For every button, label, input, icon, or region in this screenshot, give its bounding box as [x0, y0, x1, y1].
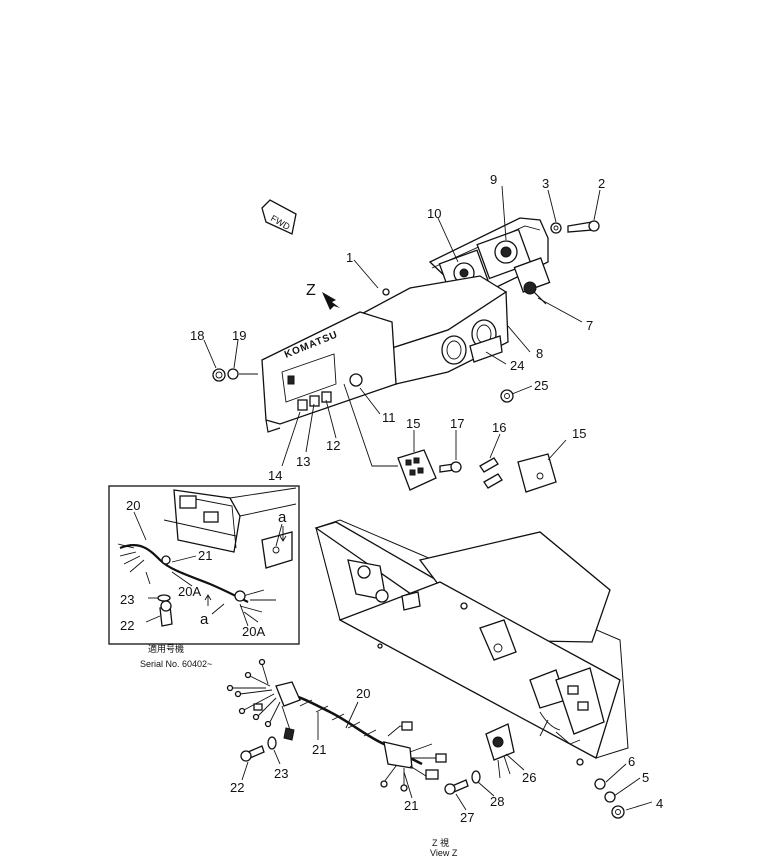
callout-21-inset: 21: [198, 548, 212, 563]
detail-a-bottom: a: [200, 611, 209, 628]
lower-hardware: [240, 736, 625, 819]
callout-20: 20: [356, 686, 370, 701]
callout-21-left: 21: [312, 742, 326, 757]
z-marker-label: Z: [306, 282, 316, 299]
serial-caption: Serial No. 60402~: [140, 659, 212, 669]
callout-23: 23: [274, 766, 288, 781]
callout-11: 11: [382, 410, 396, 425]
callout-22-inset: 22: [120, 618, 134, 633]
callout-12: 12: [326, 438, 340, 453]
fwd-direction-tag: FWD: [261, 199, 297, 235]
callout-6: 6: [628, 754, 635, 769]
callout-2: 2: [598, 176, 605, 191]
inset-annotations: a a 適用号機 Serial No. 60402~: [140, 509, 287, 669]
callout-15-connector: 15: [406, 416, 420, 431]
callout-10: 10: [427, 206, 441, 221]
callout-8: 8: [536, 346, 543, 361]
callout-14: 14: [268, 468, 282, 483]
callout-20A-right: 20A: [242, 624, 265, 639]
wiring-harness: [226, 658, 515, 792]
instrument-panel-assembly: KOMATSU: [261, 217, 551, 433]
callout-23-inset: 23: [120, 592, 134, 607]
detail-a-top: a: [278, 509, 287, 526]
view-z-label-jp: Z 視: [432, 837, 449, 848]
callout-24: 24: [510, 358, 524, 373]
callout-25: 25: [534, 378, 548, 393]
view-z-marker: Z: [306, 282, 340, 310]
view-z-label: View Z: [430, 848, 458, 856]
callout-19: 19: [232, 328, 246, 343]
callout-27: 27: [460, 810, 474, 825]
serial-caption-jp: 適用号機: [148, 643, 184, 654]
callout-26: 26: [522, 770, 536, 785]
key-switch-icon: [523, 281, 537, 295]
callout-4: 4: [656, 796, 663, 811]
callout-13: 13: [296, 454, 310, 469]
upper-leader-lines: [203, 185, 601, 467]
view-z-panel: [314, 519, 629, 766]
callout-20-inset: 20: [126, 498, 140, 513]
callout-21-right: 21: [404, 798, 418, 813]
callout-18: 18: [190, 328, 204, 343]
z-arrow-icon: [322, 292, 340, 310]
callout-9: 9: [490, 172, 497, 187]
callout-16: 16: [492, 420, 506, 435]
callout-20A-left: 20A: [178, 584, 201, 599]
upper-hardware: [212, 220, 600, 493]
callout-17: 17: [450, 416, 464, 431]
callout-28: 28: [490, 794, 504, 809]
callout-1: 1: [346, 250, 353, 265]
view-z-caption: Z 視 View Z: [430, 837, 458, 856]
callout-15-cover: 15: [572, 426, 586, 441]
detail-inset: [108, 485, 300, 645]
callout-7: 7: [586, 318, 593, 333]
callout-22: 22: [230, 780, 244, 795]
callout-numbers: 1 2 3 4 5 6 7 8 9 10 11 12 13 14 15 15 1…: [120, 172, 663, 825]
callout-5: 5: [642, 770, 649, 785]
lower-leader-lines: [241, 701, 653, 811]
callout-3: 3: [542, 176, 549, 191]
